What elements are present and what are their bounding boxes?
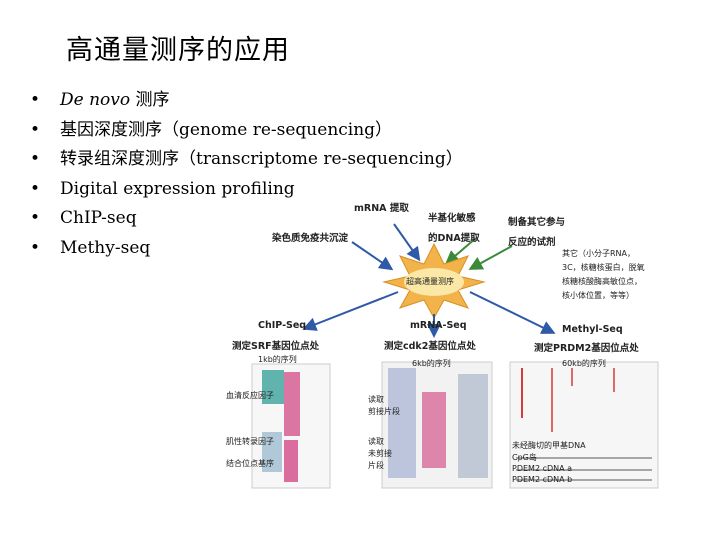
methyl-subtitle: 测定PRDM2基因位点处 xyxy=(534,343,639,354)
bullet-text: ChIP-seq xyxy=(60,208,137,228)
bullet-text: Digital expression profiling xyxy=(60,178,295,199)
bullet-dot: • xyxy=(30,90,41,110)
methyl-scale: 60kb的序列 xyxy=(562,359,606,368)
mrna-label-1b: 剪接片段 xyxy=(368,407,400,416)
bullet-text: Methy-seq xyxy=(60,237,151,258)
bullet-item: • Methy-seq xyxy=(28,236,463,266)
label-prep1: 制备其它参与 xyxy=(508,217,566,228)
bullet-dot: • xyxy=(30,119,41,140)
mrna-label-2a: 读取 xyxy=(368,437,384,446)
bullet-text: 基因深度测序（genome re-sequencing） xyxy=(60,119,393,140)
mrna-label-2c: 片段 xyxy=(368,461,384,470)
methyl-label-2: CpG岛 xyxy=(512,453,537,462)
figure-graphics xyxy=(251,223,659,489)
bullet-item: • Digital expression profiling xyxy=(28,177,463,207)
chip-trace-pink xyxy=(284,372,300,436)
arrow-to-methyl xyxy=(469,291,556,334)
label-prep2: 反应的试剂 xyxy=(508,237,556,248)
sequencing-figure: mRNA 提取 半基化敏感 的DNA提取 染色质免疫共沉淀 制备其它参与 反应的… xyxy=(222,196,662,490)
chip-trace-blue xyxy=(262,432,282,472)
chip-label-3: 结合位点基序 xyxy=(226,459,274,468)
bullet-dot: • xyxy=(30,208,41,228)
bullet-italic: De novo xyxy=(60,90,131,110)
label-mrna-extract: mRNA 提取 xyxy=(354,203,409,214)
label-chromatin: 染色质免疫共沉淀 xyxy=(272,233,349,244)
mrna-trace-c xyxy=(458,374,488,478)
mrna-trace-b xyxy=(422,392,446,468)
mrna-label-1a: 读取 xyxy=(368,395,384,404)
mrna-label-2b: 未剪接 xyxy=(368,449,392,458)
chip-trace-teal xyxy=(262,370,284,404)
chip-label-1: 血清反应因子 xyxy=(226,391,274,400)
label-center: 超高通量测序 xyxy=(406,277,454,286)
label-semi: 半基化敏感 xyxy=(428,213,476,224)
methyl-panel xyxy=(509,361,659,489)
label-other-3: 核糖核酸酶高敏位点， xyxy=(562,277,642,286)
slide-title: 高通量测序的应用 xyxy=(66,35,290,66)
bullet-item: • De novo 测序 xyxy=(28,88,463,118)
arrow-to-chip xyxy=(302,291,399,331)
label-other-1: 其它（小分子RNA， xyxy=(562,249,636,258)
methyl-label-1: 未经酶切的甲基DNA xyxy=(512,441,586,450)
chip-scale: 1kb的序列 xyxy=(258,355,297,364)
burst-core xyxy=(404,268,464,296)
mrna-title: mRNA-Seq xyxy=(410,320,467,331)
mrna-trace-a xyxy=(388,368,416,478)
chip-label-2: 肌性转录因子 xyxy=(226,437,274,446)
bullet-dot: • xyxy=(30,237,41,258)
mrna-subtitle: 测定cdk2基因位点处 xyxy=(384,341,476,352)
bullet-dot: • xyxy=(30,149,41,169)
bullet-item: • ChIP-seq xyxy=(28,206,463,236)
bullet-text: 测序 xyxy=(130,90,170,110)
bullet-list: • De novo 测序 • 基因深度测序（genome re-sequencing… xyxy=(28,88,463,265)
bullet-text: 转录组深度测序（transcriptome re-sequencing） xyxy=(60,149,463,169)
arrow-mrna xyxy=(393,223,421,262)
chip-title: ChIP-Seq xyxy=(258,320,307,331)
mrna-scale: 6kb的序列 xyxy=(412,359,451,368)
label-other-2: 3C，核糖核蛋白，脱氧 xyxy=(562,263,645,272)
arrow-dna xyxy=(444,237,477,265)
label-other-4: 核小体位置，等等） xyxy=(562,291,634,300)
label-dna: 的DNA提取 xyxy=(428,233,480,244)
chip-subtitle: 测定SRF基因位点处 xyxy=(232,341,320,352)
chip-trace-pink-2 xyxy=(284,440,298,482)
methyl-label-4: PDEM2 cDNA b xyxy=(512,475,573,484)
bullet-item: • 转录组深度测序（transcriptome re-sequencing） xyxy=(28,147,463,177)
methyl-title: Methyl-Seq xyxy=(562,324,623,335)
bullet-dot: • xyxy=(30,178,41,199)
bullet-item: • 基因深度测序（genome re-sequencing） xyxy=(28,118,463,148)
arrow-chromatin xyxy=(351,241,394,271)
arrow-reagents xyxy=(468,245,513,270)
methyl-label-3: PDEM2 cDNA a xyxy=(512,464,573,473)
